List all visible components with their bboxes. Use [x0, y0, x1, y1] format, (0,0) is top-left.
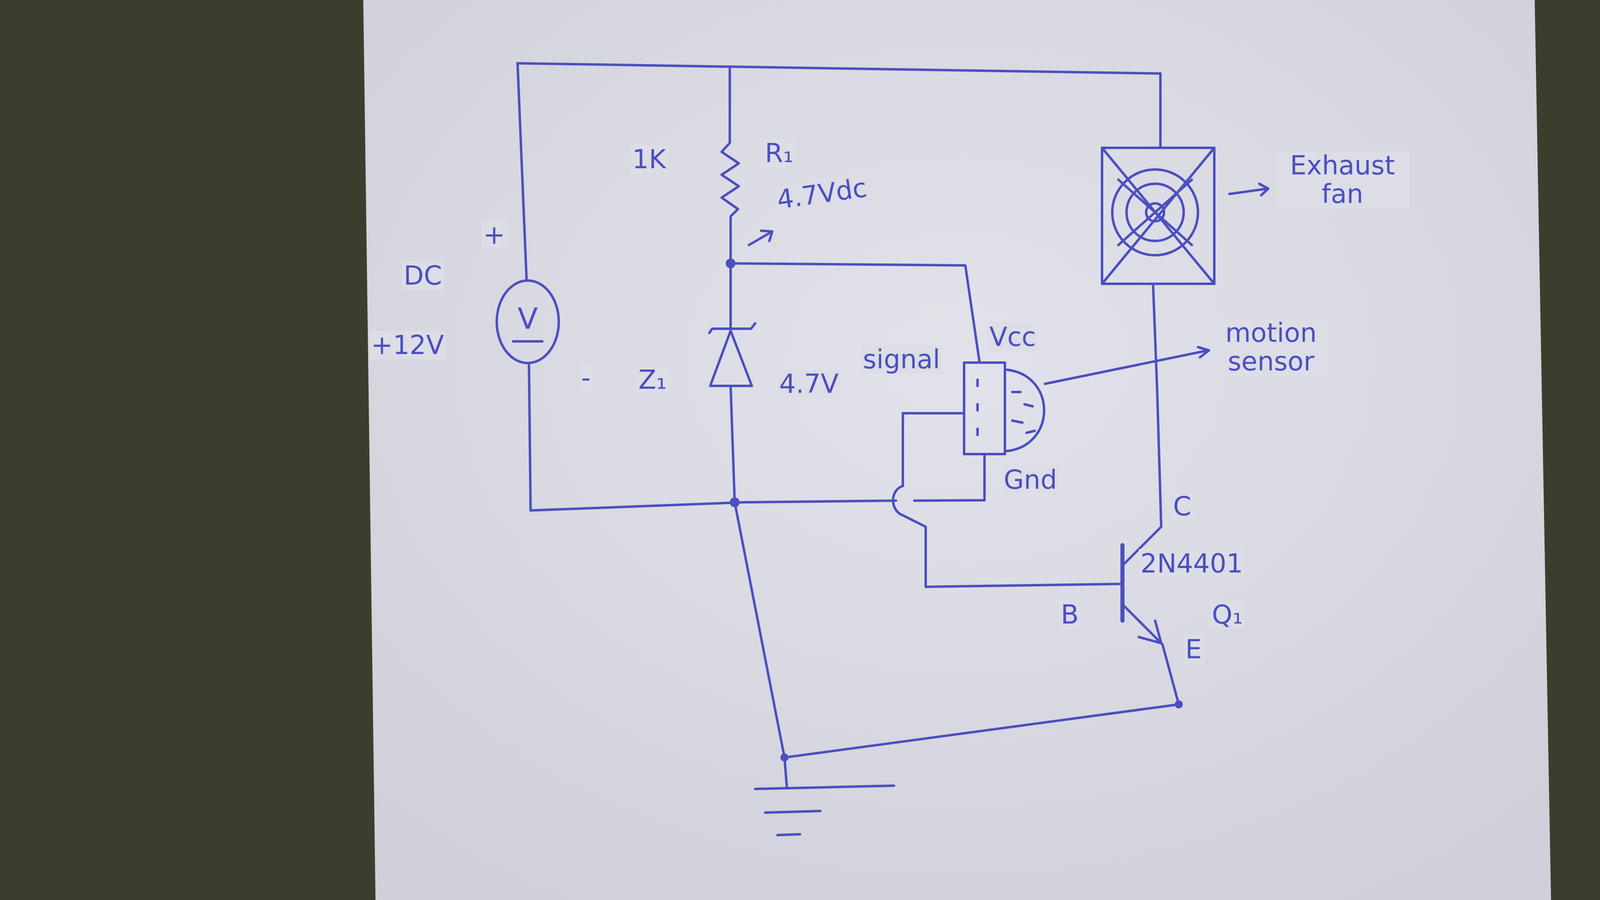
fan-symbol: [1112, 169, 1198, 256]
source-label: DC: [402, 261, 444, 290]
fan-blade: [1118, 179, 1192, 245]
voltage-value: +12V: [369, 330, 446, 360]
leader-arrow: [1229, 183, 1269, 196]
wire: [730, 385, 735, 503]
polarity-sign: -: [579, 363, 593, 392]
leader-arrow: [1044, 346, 1209, 384]
wire: [784, 704, 1179, 758]
transistor-base: [1120, 544, 1125, 621]
polarity-sign: +: [481, 220, 507, 249]
sensor-detail: [977, 379, 1035, 435]
junction-dot: [729, 497, 740, 507]
ground-symbol: [765, 810, 821, 813]
source-symbol-text: V: [495, 303, 561, 334]
zener-triangle: [710, 330, 752, 386]
part-name: Z₁: [636, 365, 669, 394]
wire: [730, 263, 980, 363]
part-name: Q₁: [1210, 600, 1245, 629]
sensor-dome: [1004, 369, 1045, 452]
wire: [729, 263, 732, 329]
resistance-value: 1K: [630, 144, 668, 174]
pin-name: Vcc: [987, 322, 1038, 352]
wire-hop: [893, 485, 903, 516]
pin-name: Gnd: [1002, 465, 1059, 494]
wire: [902, 515, 1121, 587]
voltage-value: 4.7V: [777, 369, 841, 398]
callout-text: motion sensor: [1214, 318, 1328, 376]
part-number: 2N4401: [1138, 548, 1245, 578]
wire: [1122, 283, 1162, 566]
wire: [1122, 604, 1179, 705]
emitter-arrow: [1138, 620, 1162, 643]
wire: [517, 63, 527, 279]
pin-name: E: [1183, 634, 1204, 664]
junction-dot: [1174, 700, 1183, 709]
fan-cross: [1102, 147, 1215, 284]
wire: [902, 413, 965, 486]
wire: [734, 502, 787, 788]
leader-arrow: [748, 230, 773, 245]
part-name: R₁: [763, 138, 796, 168]
pin-name: signal: [861, 344, 942, 374]
junction-dot: [725, 258, 736, 269]
pin-name: B: [1059, 600, 1081, 629]
fan-box: [1102, 147, 1215, 284]
voltage-source: V: [495, 278, 561, 365]
junction-dot: [780, 753, 789, 762]
resistor-symbol: [721, 68, 739, 264]
pin-name: C: [1171, 491, 1194, 521]
zener-bar: [709, 323, 756, 333]
ground-symbol: [777, 833, 800, 835]
paper-sheet: [363, 0, 1552, 900]
sensor-body: [964, 362, 1005, 454]
wire: [517, 63, 1161, 74]
callout-text: Exhaust fan: [1275, 151, 1410, 209]
wire: [914, 453, 985, 501]
ground-symbol: [755, 785, 894, 789]
wire: [1159, 73, 1162, 148]
